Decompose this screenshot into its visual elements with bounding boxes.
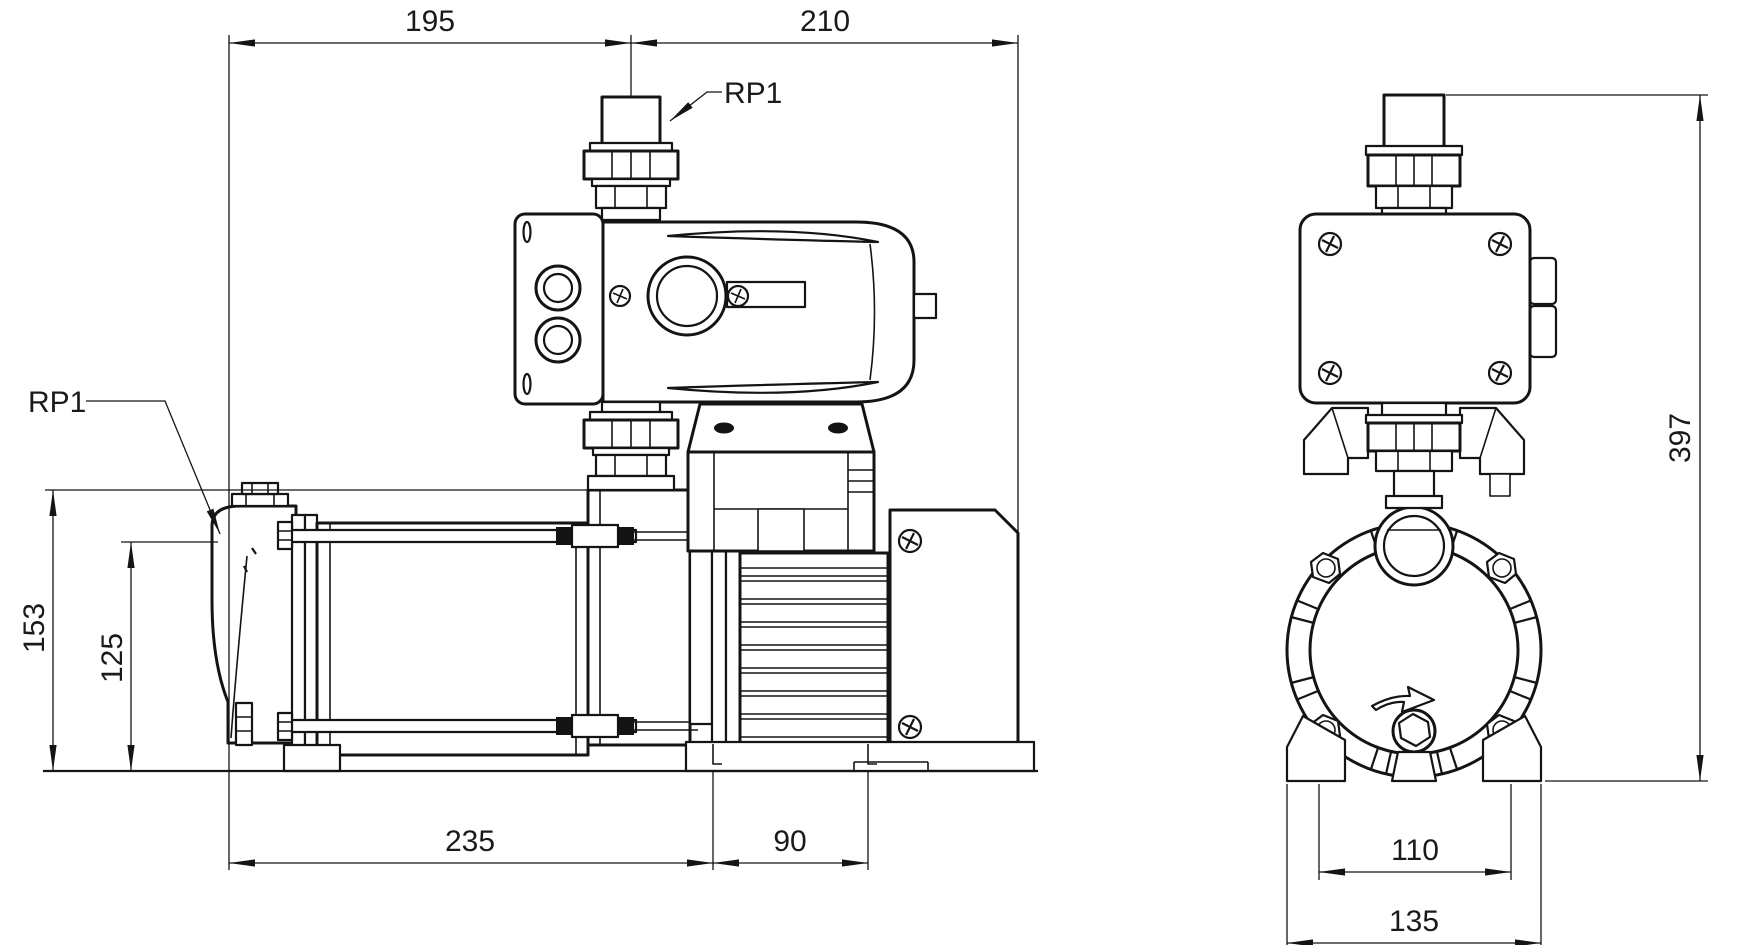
dim-label-90: 90 <box>773 825 806 858</box>
dim-label-153: 153 <box>18 603 51 653</box>
front-view: 397 110 135 <box>1285 93 1708 945</box>
pump-end-side <box>210 481 698 773</box>
control-box-screw <box>1317 231 1343 257</box>
controller-dial <box>646 255 728 337</box>
discharge-pipework <box>513 95 938 492</box>
housing-bolt-2 <box>1485 551 1518 585</box>
dim-label-210: 210 <box>800 5 850 38</box>
motor-lantern <box>688 526 714 726</box>
pump-sleeve <box>315 521 590 757</box>
dimension-125: 125 <box>96 542 135 771</box>
controller-mounting-plate <box>513 212 605 406</box>
front-foot-left <box>1285 714 1347 783</box>
tie-rod-top <box>276 520 698 551</box>
dim-label-195: 195 <box>405 5 455 38</box>
dimension-153: 153 <box>18 490 57 771</box>
control-box-screw-3 <box>1317 360 1343 386</box>
rp1-top-callout: RP1 <box>669 77 782 122</box>
dim-label-110: 110 <box>1391 834 1439 867</box>
dimension-235: 235 <box>229 825 713 867</box>
cable-gland-block-2 <box>1528 304 1558 359</box>
suction-cap-inner-contour <box>230 555 248 739</box>
control-box-front <box>1298 212 1558 405</box>
front-foot-right <box>1481 714 1543 783</box>
dimension-110: 110 <box>1319 834 1511 876</box>
top-port-rp1 <box>600 95 662 147</box>
fan-cover <box>888 508 1020 767</box>
tie-rod-bottom <box>276 711 698 742</box>
control-box-screw-4 <box>1487 360 1513 386</box>
rp1-top-label: RP1 <box>724 77 782 110</box>
fan-cover-screw-2 <box>897 714 923 740</box>
terminal-box <box>686 402 876 553</box>
discharge-port-collar <box>586 474 676 492</box>
front-pipework <box>1364 93 1464 218</box>
cable-entry <box>534 264 582 312</box>
bracket-shoulder-left <box>1302 406 1370 476</box>
dimension-210: 210 <box>631 5 1018 47</box>
priming-plug <box>230 481 290 508</box>
front-drain-plug <box>1390 708 1438 783</box>
dimension-135: 135 <box>1287 905 1541 945</box>
rp1-side-callout: RP1 <box>28 386 221 535</box>
side-view-dimensions: 195 210 153 125 235 90 <box>18 5 1019 870</box>
cable-gland-block <box>1528 256 1558 306</box>
foot-hole-mark-2 <box>867 744 877 765</box>
controller-screw <box>608 284 632 308</box>
motor-foot <box>684 740 1036 773</box>
dim-label-235: 235 <box>445 825 495 858</box>
suction-end-cap <box>210 504 298 745</box>
pressure-manager <box>513 212 938 406</box>
cable-entry-2 <box>534 316 582 364</box>
control-box-screw-2 <box>1487 231 1513 257</box>
housing-bolt <box>1309 551 1342 585</box>
controller-body <box>601 220 916 404</box>
dim-label-135: 135 <box>1389 905 1439 938</box>
dimension-90: 90 <box>713 825 868 867</box>
side-view: 195 210 153 125 235 90 <box>18 5 1038 870</box>
drain-plug-side <box>234 701 254 747</box>
controller-screw-2 <box>726 284 750 308</box>
rp1-side-label: RP1 <box>28 386 86 419</box>
front-top-port <box>1382 93 1446 150</box>
controller-shell-seam-top <box>666 230 880 244</box>
dim-label-397: 397 <box>1664 413 1697 463</box>
foot-hole-mark <box>712 744 722 765</box>
fan-cover-screw <box>897 528 923 554</box>
dimension-195: 195 <box>229 5 631 47</box>
pump-foot-side <box>282 743 342 773</box>
dim-label-125: 125 <box>96 633 129 683</box>
dimension-397: 397 <box>1664 95 1704 781</box>
controller-shell-seam-bottom <box>666 380 880 394</box>
flow-direction-arrow <box>1370 685 1436 714</box>
pump-housing-front <box>1285 469 1543 783</box>
front-view-dimensions: 397 110 135 <box>1286 94 1708 945</box>
suction-cap-marks <box>243 547 257 573</box>
controller-side-tab <box>912 292 938 320</box>
motor-side <box>684 402 1036 773</box>
motor-fins <box>738 551 890 759</box>
